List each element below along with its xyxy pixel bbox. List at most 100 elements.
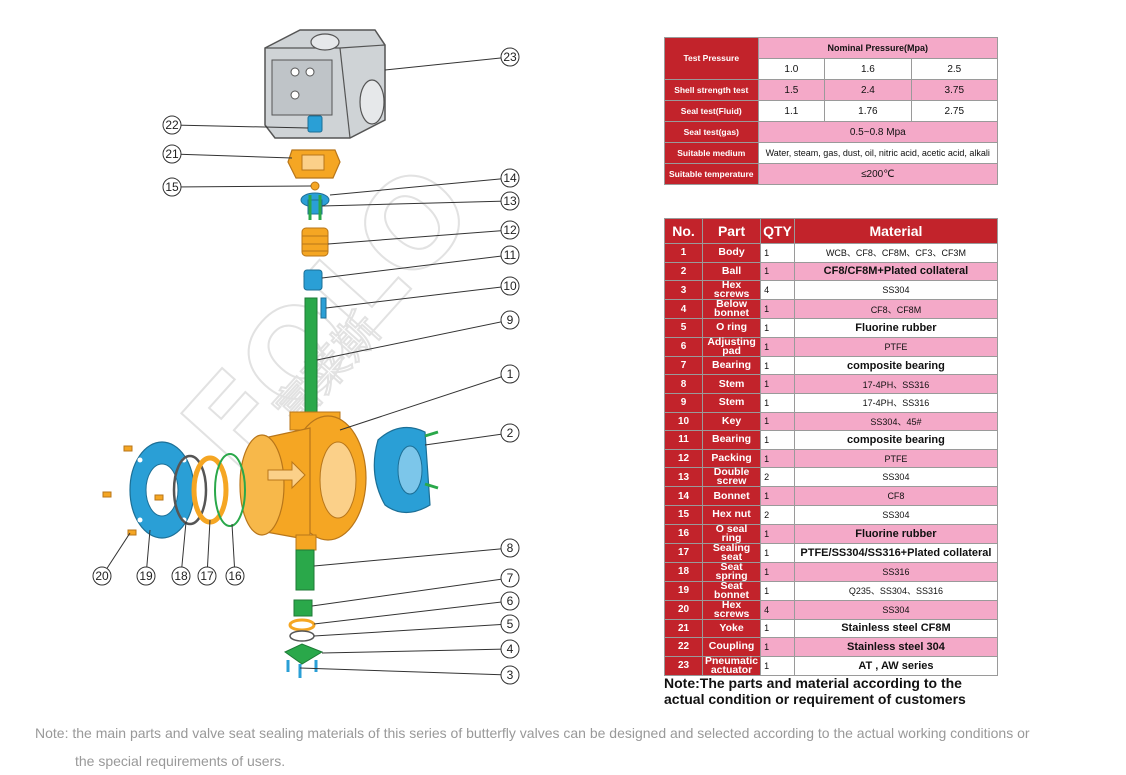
callout-circle [92,566,112,586]
nominal-value: 1.0 [757,58,826,80]
callout-label: 12 [503,223,517,237]
temperature-value: ≤200℃ [757,163,999,185]
part-material: PTFE [793,336,999,357]
part-material: composite bearing [793,430,999,450]
part-qty: 4 [760,280,795,301]
part-number: 15 [664,504,703,525]
pressure-test-table: Test Pressure Nominal Pressure(Mpa) 1.0 … [664,37,999,185]
note-line-2: actual condition or requirement of custo… [664,691,966,707]
part-name: Yoke [701,618,762,639]
leader-line [325,285,511,309]
header-material: Material [793,218,999,244]
part-qty: 1 [760,523,795,544]
callout-label: 2 [507,426,514,440]
part-name: Stem [701,374,762,394]
medium-label: Suitable medium [664,142,759,164]
part-qty: 1 [760,243,795,263]
exploded-valve-diagram: FOLO 富莱斯 [92,29,520,685]
ball [373,426,439,514]
header-qty: QTY [760,218,795,244]
bonnet [300,192,330,220]
part-qty: 2 [760,504,795,525]
callout-circle [500,591,520,611]
lower-stem [295,549,315,591]
callout-circle [500,191,520,211]
part-qty: 1 [760,411,795,432]
part-material: WCB、CF8、CF8M、CF3、CF3M [793,243,999,263]
leader-line [321,254,511,279]
footer-line-1: Note: the main parts and valve seat seal… [35,725,1030,741]
part-name: Adjusting pad [701,337,762,357]
part-number: 9 [664,392,703,413]
part-number: 1 [664,243,703,263]
part-material: Fluorine rubber [793,318,999,338]
callout-label: 9 [507,313,514,327]
part-name: Ball [701,261,762,282]
part-name: Below bonnet [701,299,762,320]
callout-circle [500,639,520,659]
callout-circle [500,245,520,265]
part-material: Q235、SS304、SS316 [793,580,999,601]
part-material: SS304、45# [793,411,999,432]
part-material: CF8 [793,486,999,506]
key [320,297,327,319]
seal-fluid-label: Seal test(Fluid) [664,100,759,122]
callout-label: 23 [503,50,517,64]
leader-line [327,229,511,245]
leader-line [313,600,511,625]
callout-label: 13 [503,194,517,208]
part-name: Seat spring [701,561,762,582]
part-number: 11 [664,430,703,450]
leader-line [299,667,511,676]
part-material: CF8、CF8M [793,299,999,320]
nominal-value: 1.6 [824,58,912,80]
shell-value: 2.4 [824,79,912,101]
part-material: PTFE/SS304/SS316+Plated collateral [793,542,999,563]
nominal-value: 2.5 [910,58,999,80]
part-name: Stem [701,392,762,413]
test-pressure-label: Test Pressure [664,37,759,80]
callout-label: 10 [503,279,517,293]
callout-label: 6 [507,594,514,608]
note-line-1: Note:The parts and material according to… [664,675,962,691]
callout-label: 4 [507,642,514,656]
callout-label: 14 [503,171,517,185]
part-number: 22 [664,637,703,657]
part-material: SS304 [793,467,999,488]
part-qty: 1 [760,561,795,582]
leader-line [313,547,511,567]
callout-label: 15 [165,180,179,194]
callout-circle [162,144,182,164]
part-name: Coupling [701,637,762,657]
part-name: O ring [701,318,762,338]
part-name: Key [701,411,762,432]
callout-circle [225,566,245,586]
header-no: No. [664,218,703,244]
part-material: 17-4PH、SS316 [793,392,999,413]
callout-label: 16 [228,569,242,583]
bottom-hex-screws [286,660,318,678]
part-number: 4 [664,299,703,320]
part-qty: 1 [760,618,795,639]
pneumatic-actuator [264,29,386,139]
callout-label: 18 [174,569,188,583]
leader-line [321,200,511,207]
part-name: Body [701,243,762,263]
part-number: 7 [664,355,703,376]
callout-label: 7 [507,571,514,585]
part-material: composite bearing [793,355,999,376]
part-qty: 1 [760,374,795,394]
part-material: SS304 [793,599,999,620]
part-number: 13 [664,467,703,488]
